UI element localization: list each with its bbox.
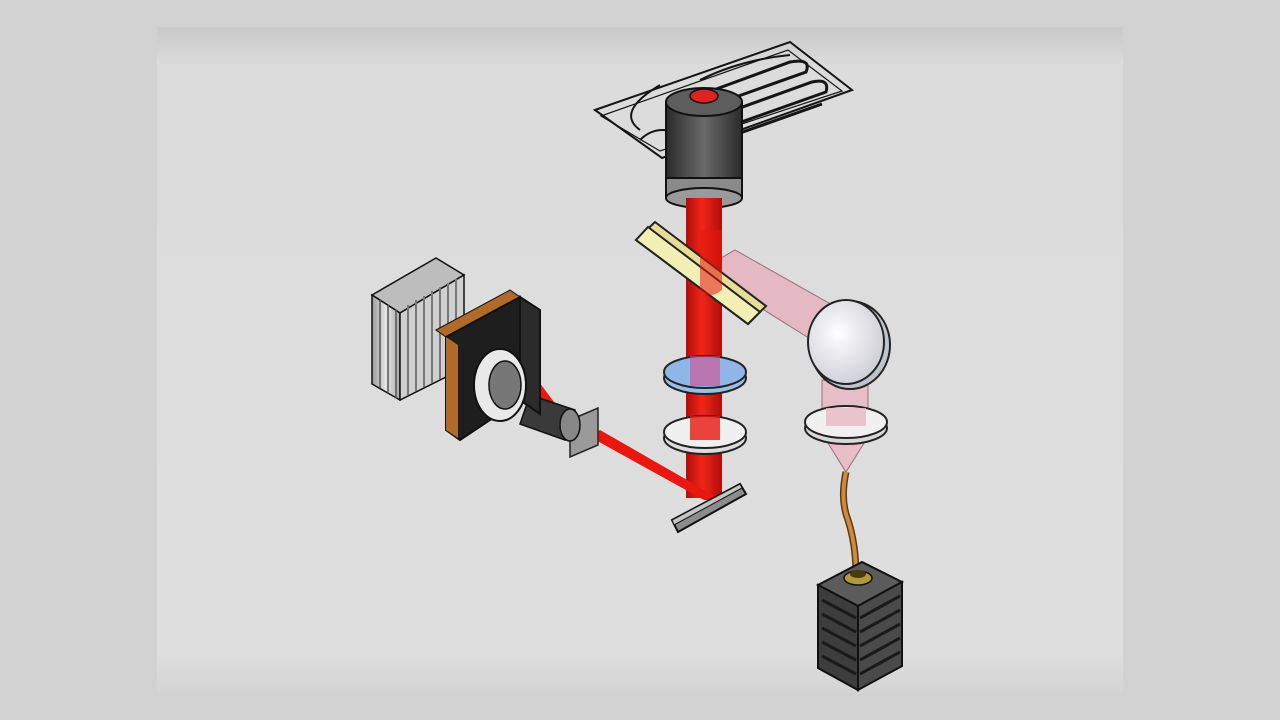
collimating-lens bbox=[807, 299, 891, 390]
blue-filter-lens bbox=[663, 355, 747, 395]
camera bbox=[370, 257, 541, 442]
fiber-coupler-lens bbox=[804, 405, 888, 445]
optical-fiber bbox=[839, 471, 860, 576]
laser-module bbox=[815, 560, 905, 692]
microscope-objective bbox=[665, 87, 743, 209]
diagram-canvas bbox=[157, 27, 1123, 693]
dichroic-mirror bbox=[634, 220, 768, 326]
fold-mirror bbox=[670, 482, 748, 534]
tube-lens bbox=[663, 415, 747, 455]
